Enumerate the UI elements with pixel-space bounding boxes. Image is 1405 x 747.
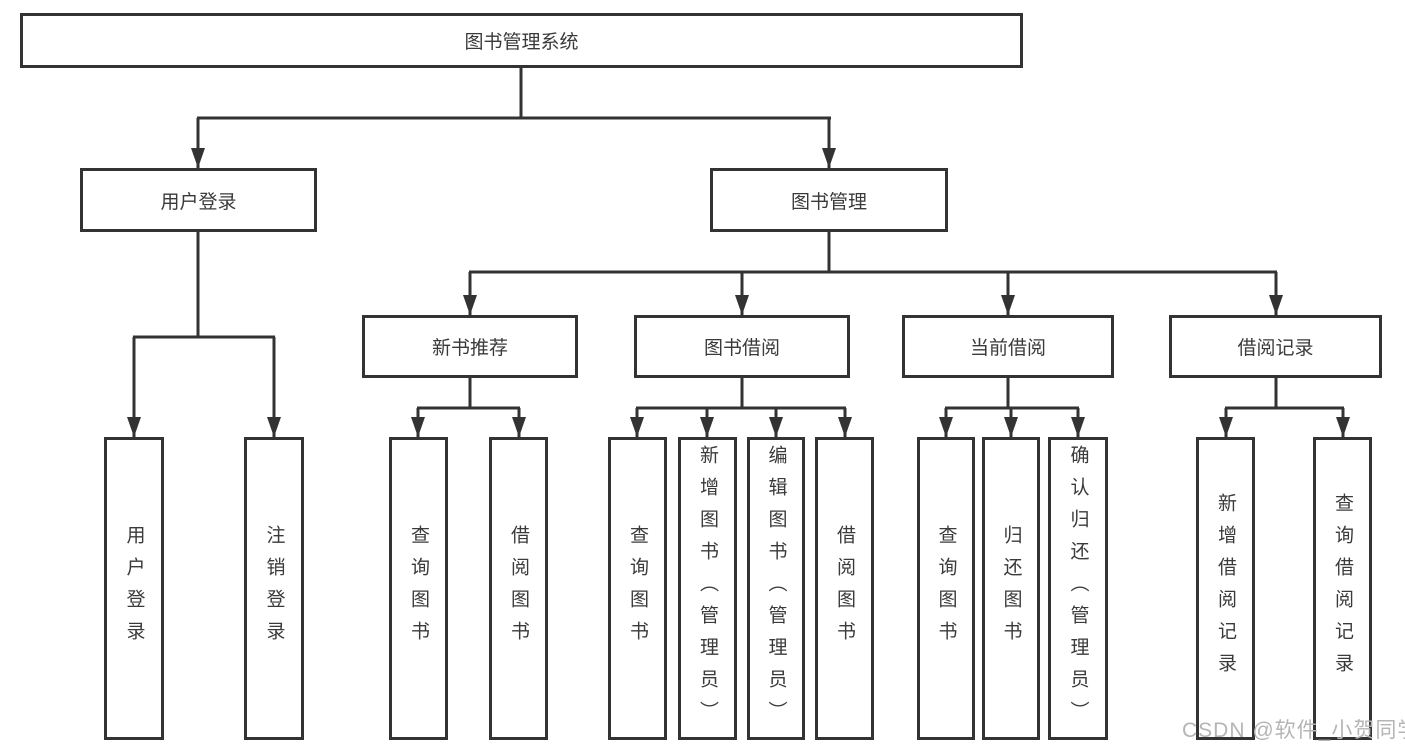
node-leaf-add-borrow-record: 新增借阅记录 <box>1196 437 1255 740</box>
node-leaf-query-book-2: 查询图书 <box>608 437 667 740</box>
node-leaf-logout: 注销登录 <box>244 437 304 740</box>
node-book-borrow: 图书借阅 <box>634 315 850 378</box>
node-leaf-edit-book-admin: 编辑图书（管理员） <box>747 437 805 740</box>
node-borrow-record: 借阅记录 <box>1169 315 1382 378</box>
edge-root-to-level2 <box>191 68 836 168</box>
edge-book-management-children <box>463 232 1283 315</box>
edge-user-login-children <box>127 232 281 437</box>
node-leaf-borrow-book-2: 借阅图书 <box>815 437 874 740</box>
node-book-management: 图书管理 <box>710 168 948 232</box>
node-leaf-query-borrow-record: 查询借阅记录 <box>1313 437 1372 740</box>
node-leaf-user-login: 用户登录 <box>104 437 164 740</box>
node-library-management-system: 图书管理系统 <box>20 13 1023 68</box>
node-user-login: 用户登录 <box>80 168 317 232</box>
node-leaf-confirm-return-admin: 确认归还（管理员） <box>1048 437 1108 740</box>
node-leaf-query-book-3: 查询图书 <box>917 437 975 740</box>
edge-current-borrow-children <box>939 378 1085 437</box>
edge-borrow-record-children <box>1219 378 1350 437</box>
node-leaf-query-book-1: 查询图书 <box>389 437 448 740</box>
node-leaf-add-book-admin: 新增图书（管理员） <box>678 437 737 740</box>
node-leaf-borrow-book-1: 借阅图书 <box>489 437 548 740</box>
edge-new-book-children <box>411 378 526 437</box>
csdn-watermark: CSDN @软件_小贺同学 <box>1182 719 1405 742</box>
node-current-borrow: 当前借阅 <box>902 315 1114 378</box>
node-new-book-recommend: 新书推荐 <box>362 315 578 378</box>
node-leaf-return-book: 归还图书 <box>982 437 1040 740</box>
edge-book-borrow-children <box>630 378 852 437</box>
